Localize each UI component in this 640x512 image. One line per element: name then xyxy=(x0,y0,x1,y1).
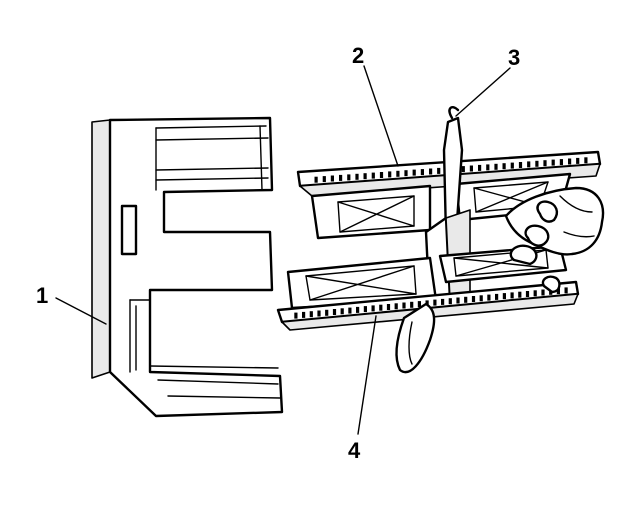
lower-lever xyxy=(395,302,436,374)
callout-2: 2 xyxy=(352,43,364,68)
rail-tooth xyxy=(543,160,547,167)
rail-tooth xyxy=(448,298,452,305)
rail-tooth xyxy=(584,157,588,164)
rail-tooth xyxy=(533,290,537,297)
rail-tooth xyxy=(576,157,580,164)
rail-tooth xyxy=(363,306,367,313)
rail-tooth xyxy=(527,161,531,168)
rail-tooth xyxy=(535,160,539,167)
rail-tooth xyxy=(325,309,329,316)
rail-tooth xyxy=(379,172,384,178)
rail-tooth xyxy=(402,302,406,309)
callout-3: 3 xyxy=(508,45,520,70)
rail-tooth xyxy=(510,162,514,169)
rail-tooth xyxy=(495,293,499,300)
hand xyxy=(504,186,605,294)
rail-tooth xyxy=(356,306,360,313)
rail-tooth xyxy=(441,298,445,305)
callout-1: 1 xyxy=(36,283,48,308)
rail-tooth xyxy=(464,296,468,303)
leader-lines xyxy=(55,65,511,435)
rail-tooth xyxy=(559,159,563,166)
rail-tooth xyxy=(518,291,522,298)
rail-tooth xyxy=(330,175,334,182)
rail-tooth xyxy=(302,311,306,318)
rail-tooth xyxy=(363,173,367,180)
rail-tooth xyxy=(371,172,375,179)
leader-line-2 xyxy=(363,65,399,167)
rail-tooth xyxy=(469,165,473,172)
rail-tooth xyxy=(437,167,441,174)
rail-tooth xyxy=(309,311,313,318)
rail-tooth xyxy=(541,289,545,296)
rail-tooth xyxy=(348,307,352,314)
rail-tooth xyxy=(456,297,460,304)
rail-tooth xyxy=(379,304,383,311)
rail-tooth xyxy=(371,305,375,312)
rail-tooth xyxy=(433,299,437,306)
rail-tooth xyxy=(410,301,414,308)
rail-tooth xyxy=(420,169,424,176)
rail-tooth xyxy=(347,174,351,181)
rail-tooth xyxy=(339,174,343,181)
rail-tooth xyxy=(404,170,408,177)
rail-tooth xyxy=(479,295,483,302)
rail-tooth xyxy=(502,163,506,170)
rail-tooth xyxy=(510,292,514,299)
rail-tooth xyxy=(478,164,482,171)
leader-line-3 xyxy=(455,67,511,117)
rail-tooth xyxy=(396,170,400,177)
rail-tooth xyxy=(388,171,392,178)
rail-tooth xyxy=(471,296,476,302)
rail-tooth xyxy=(502,293,506,300)
rail-tooth xyxy=(386,304,391,310)
rail-tooth xyxy=(429,168,433,175)
rail-tooth xyxy=(487,294,491,301)
rail-tooth xyxy=(332,309,337,315)
callout-4: 4 xyxy=(348,438,361,463)
rail-tooth xyxy=(394,303,398,310)
rail-tooth xyxy=(355,173,359,180)
rail-tooth xyxy=(486,164,490,171)
rail-tooth xyxy=(322,176,326,183)
rail-tooth xyxy=(461,166,465,173)
part-1-panel xyxy=(91,116,284,418)
panel-slot xyxy=(120,204,138,256)
rail-tooth xyxy=(314,176,318,183)
rail-tooth xyxy=(317,310,321,317)
rail-tooth xyxy=(417,301,421,308)
rail-tooth xyxy=(568,158,572,165)
rail-tooth xyxy=(294,312,298,319)
rail-tooth xyxy=(494,163,498,170)
rail-tooth xyxy=(551,159,555,166)
rail-tooth xyxy=(556,288,560,295)
leader-line-1 xyxy=(55,297,107,325)
rail-tooth xyxy=(564,287,568,294)
rail-tooth xyxy=(525,291,530,297)
rail-tooth xyxy=(518,162,523,168)
rail-tooth xyxy=(340,308,344,315)
leader-line-4 xyxy=(357,315,377,435)
rail-tooth xyxy=(412,169,416,176)
